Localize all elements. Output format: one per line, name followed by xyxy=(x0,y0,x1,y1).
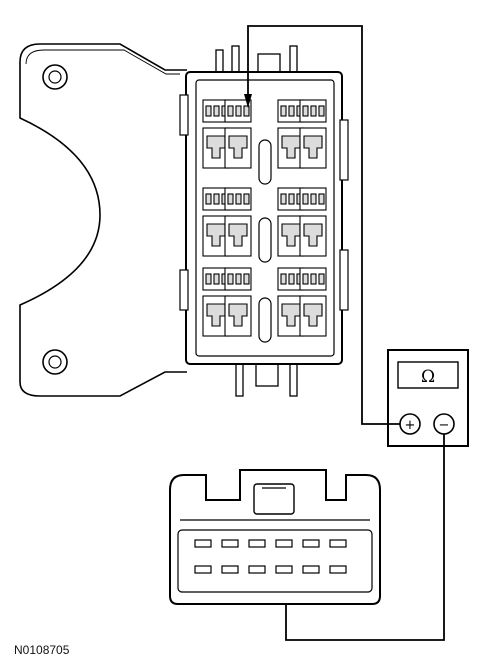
module-top-pins xyxy=(215,45,298,77)
bracket-hole-top xyxy=(42,64,68,90)
cavity-pin xyxy=(213,193,220,205)
connector-latch xyxy=(253,483,295,515)
cavity-pin xyxy=(310,273,317,285)
cavity-pin xyxy=(318,273,325,285)
cavity-pin xyxy=(310,105,317,117)
cavity-pin xyxy=(288,273,295,285)
meter-display xyxy=(397,361,459,389)
meter-plus-terminal: + xyxy=(399,413,421,435)
cavity-pin xyxy=(280,193,287,205)
cavity-pin xyxy=(243,273,250,285)
cavity-pin xyxy=(205,105,212,117)
ohm-symbol: Ω xyxy=(421,367,435,387)
cavity-pin xyxy=(227,105,234,117)
multimeter: Ω + − xyxy=(387,349,469,447)
cavity-pin xyxy=(280,273,287,285)
minus-symbol: − xyxy=(439,418,450,433)
harness-pins xyxy=(194,539,347,574)
figure-id: N0108705 xyxy=(14,643,70,657)
cavity-pin xyxy=(235,273,242,285)
harness-pin-slot xyxy=(275,565,293,574)
test-lead-positive xyxy=(247,25,400,425)
bracket-hole-bottom xyxy=(42,349,68,375)
harness-pin-slot xyxy=(329,565,347,574)
cavity-pin xyxy=(318,193,325,205)
cavity-pin xyxy=(302,105,309,117)
cavity-pin xyxy=(213,105,220,117)
cavity-pin xyxy=(235,193,242,205)
cavity-pin xyxy=(280,105,287,117)
harness-pin-slot xyxy=(194,565,212,574)
cavity-pin xyxy=(235,105,242,117)
cavity-pin xyxy=(227,193,234,205)
module-cavities xyxy=(202,99,327,337)
cavity-pin xyxy=(213,273,220,285)
harness-pin-slot xyxy=(248,565,266,574)
cavity-latch-inner xyxy=(303,135,323,159)
harness-pin-slot xyxy=(221,539,239,548)
probe-tip-top xyxy=(244,94,252,108)
cavity-latch-inner xyxy=(303,303,323,327)
cavity-pin xyxy=(227,273,234,285)
cavity-pin xyxy=(243,193,250,205)
cavity-latch-inner xyxy=(228,303,248,327)
cavity-pin xyxy=(288,193,295,205)
harness-pin-slot xyxy=(302,539,320,548)
cavity-pin xyxy=(310,193,317,205)
harness-connector xyxy=(169,469,381,605)
harness-pin-slot xyxy=(329,539,347,548)
meter-minus-terminal: − xyxy=(433,413,455,435)
harness-pin-slot xyxy=(275,539,293,548)
cavity-pin xyxy=(288,105,295,117)
cavity-latch-inner xyxy=(228,135,248,159)
cavity-pin xyxy=(243,105,250,117)
mounting-bracket xyxy=(19,43,187,397)
cavity-pin xyxy=(302,193,309,205)
cavity-pin xyxy=(302,273,309,285)
harness-pin-slot xyxy=(302,565,320,574)
harness-pin-slot xyxy=(248,539,266,548)
plus-symbol: + xyxy=(405,418,416,433)
cavity-pin xyxy=(318,105,325,117)
cavity-pin xyxy=(205,193,212,205)
module-connector xyxy=(179,45,349,397)
cavity-pin xyxy=(205,273,212,285)
cavity-latch-inner xyxy=(303,223,323,247)
harness-pin-slot xyxy=(194,539,212,548)
module-bottom-pins xyxy=(235,359,298,397)
test-lead-negative xyxy=(285,434,445,641)
cavity-latch-inner xyxy=(228,223,248,247)
harness-pin-slot xyxy=(221,565,239,574)
